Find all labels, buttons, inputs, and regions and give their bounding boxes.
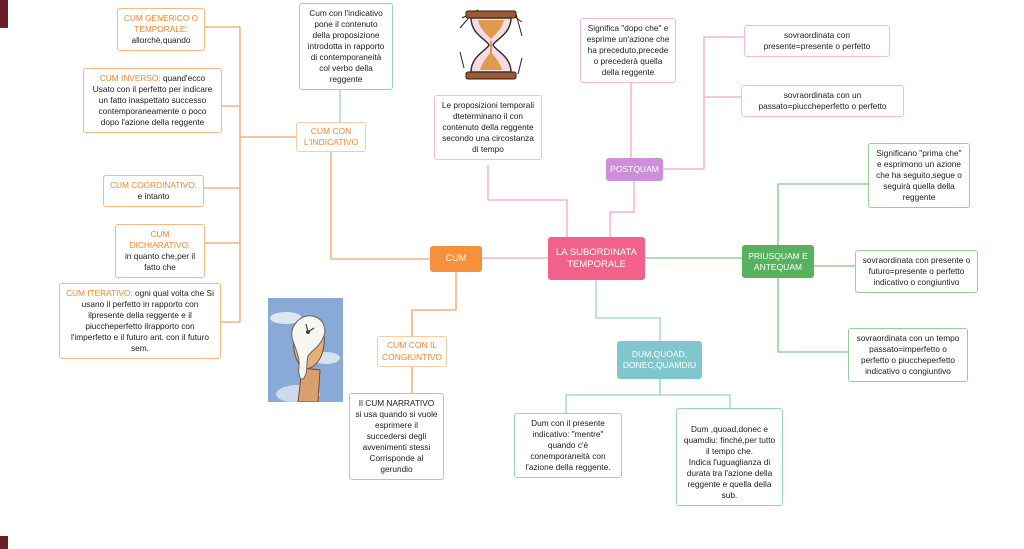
node-cum[interactable]: CUM [430, 246, 482, 272]
node-cum-con-congiuntivo[interactable]: CUM CON IL CONGIUNTIVO [377, 336, 447, 367]
note-priusquam-significato[interactable]: Significano "prima che" e esprimono un a… [868, 143, 970, 208]
note-dum-quoad-donec[interactable]: Dum ,quoad,donec e quamdiu: finché,per t… [676, 408, 783, 506]
screen-edge-artifact-bottom [0, 536, 8, 549]
note-cum-generico[interactable]: CUM GENERICO O TEMPORALE: allorchè,quand… [117, 8, 205, 51]
note-body: Cum con l'indicativo pone il contenuto d… [307, 8, 385, 84]
note-body: allorchè,quando [131, 34, 191, 45]
note-head: CUM GENERICO O TEMPORALE: [123, 13, 199, 34]
note-body: in quanto che,per il fatto che [124, 250, 196, 272]
node-cum-con-indicativo[interactable]: CUM CON L'INDICATIVO [296, 122, 366, 152]
note-proposizioni-temporali[interactable]: Le proposizioni temporali dteterminano i… [434, 95, 542, 160]
note-body: Significa "dopo che" e esprime un'azione… [586, 23, 670, 77]
note-cum-dichiarativo[interactable]: CUM DICHIARATIVO: in quanto che,per il f… [115, 224, 205, 278]
note-sovraordinata-passato[interactable]: sovraordinata con un passato=piuccheperf… [741, 85, 904, 117]
note-cum-indicativo-spiegazione[interactable]: Cum con l'indicativo pone il contenuto d… [299, 3, 393, 90]
note-head: CUM INVERSO: [99, 73, 161, 83]
note-body: quand'ecco Usato con il perfetto per ind… [92, 73, 213, 127]
note-body: sovraordinata con presente=presente o pe… [763, 30, 871, 51]
note-body: Significano "prima che" e esprimono un a… [876, 148, 962, 202]
node-postquam[interactable]: POSTQUAM [606, 158, 663, 181]
node-priusquam-antequam[interactable]: PRIUSQUAM E ANTEQUAM [742, 245, 814, 278]
note-head: CUM COORDINATIVO: [110, 180, 197, 190]
note-postquam-significato[interactable]: Significa "dopo che" e esprime un'azione… [580, 18, 676, 83]
note-cum-coordinativo[interactable]: CUM COORDINATIVO: e intanto [103, 175, 204, 207]
note-body: Dum ,quoad,donec e quamdiu: finché,per t… [683, 423, 776, 500]
hourglass-image[interactable] [458, 8, 524, 82]
note-body: sovraordinata con un passato=piuccheperf… [758, 90, 887, 111]
note-body: sovraordinata con un tempo passato=imper… [856, 333, 960, 376]
note-head: CUM ITERATIVO: [66, 288, 133, 298]
note-cum-inverso[interactable]: CUM INVERSO: quand'ecco Usato con il per… [83, 68, 222, 133]
node-subordinata-temporale[interactable]: LA SUBORDINATA TEMPORALE [548, 237, 645, 280]
note-body: Le proposizioni temporali dteterminano i… [441, 100, 535, 154]
node-dum-quoad-donec-quamdiu[interactable]: DUM,QUOAD, DONEC,QUAMDIU [617, 341, 702, 379]
screen-edge-artifact-top [0, 0, 8, 28]
note-body: e intanto [137, 190, 170, 201]
melting-clock-image[interactable] [268, 298, 343, 403]
note-sovraordinata-presente[interactable]: sovraordinata con presente=presente o pe… [744, 25, 890, 57]
note-body: Il CUM NARRATIVO si usa quando si vuole … [355, 398, 438, 474]
note-dum-presente[interactable]: Dum con il presente indicativo: "mentre"… [514, 413, 622, 478]
note-sovraordinata-presente-futuro[interactable]: sovraordinata con presente o futuro=pres… [855, 250, 978, 293]
note-body: sovraordinata con presente o futuro=pres… [862, 255, 971, 287]
note-sovraordinata-tempo-passato[interactable]: sovraordinata con un tempo passato=imper… [848, 328, 968, 382]
note-cum-iterativo[interactable]: CUM ITERATIVO: ogni qual volta che Si us… [59, 283, 221, 359]
note-cum-narrativo[interactable]: Il CUM NARRATIVO si usa quando si vuole … [349, 393, 444, 480]
note-body: Dum con il presente indicativo: "mentre"… [525, 418, 611, 472]
note-head: CUM DICHIARATIVO: [129, 229, 191, 250]
note-body: ogni qual volta che Si usano il perfetto… [70, 288, 214, 353]
